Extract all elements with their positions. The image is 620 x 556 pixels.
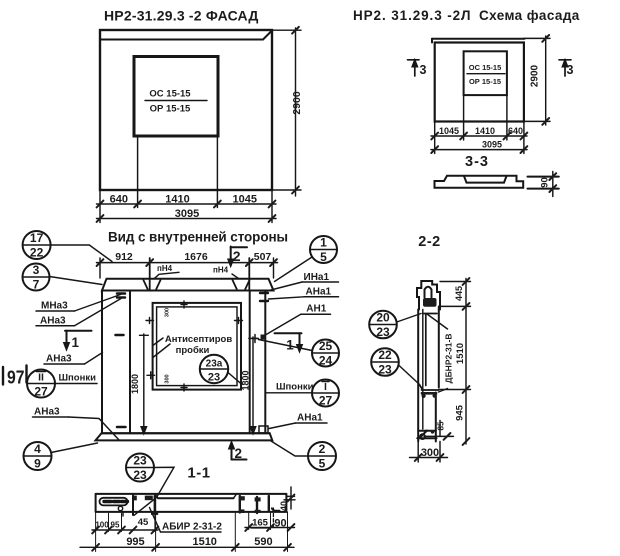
- svg-text:Шпонки: Шпонки: [276, 382, 314, 393]
- svg-text:9: 9: [34, 457, 41, 471]
- svg-text:1800: 1800: [130, 374, 140, 394]
- svg-text:АНа3: АНа3: [46, 354, 72, 365]
- svg-text:Вид с внутренней стороны: Вид с внутренней стороны: [108, 230, 288, 245]
- svg-text:300: 300: [165, 308, 171, 317]
- svg-text:3-3: 3-3: [465, 154, 489, 170]
- svg-text:АБИР 2-31-2: АБИР 2-31-2: [162, 522, 222, 533]
- svg-text:1045: 1045: [233, 194, 257, 206]
- svg-text:23: 23: [133, 468, 147, 482]
- svg-text:1410: 1410: [475, 126, 495, 136]
- svg-text:24: 24: [319, 354, 333, 368]
- svg-text:17: 17: [30, 231, 44, 245]
- svg-text:85: 85: [437, 421, 446, 430]
- svg-text:507: 507: [254, 251, 272, 263]
- svg-text:1676: 1676: [184, 251, 208, 263]
- svg-text:300: 300: [421, 447, 439, 459]
- svg-text:Шпонки: Шпонки: [59, 373, 97, 384]
- svg-text:пробки: пробки: [176, 345, 210, 356]
- svg-text:АН1: АН1: [306, 303, 326, 314]
- svg-text:3095: 3095: [482, 140, 502, 150]
- svg-text:445: 445: [454, 286, 464, 301]
- svg-text:2-2: 2-2: [418, 234, 440, 250]
- svg-text:20: 20: [376, 311, 390, 325]
- svg-text:2900: 2900: [530, 64, 541, 87]
- svg-text:2: 2: [235, 446, 243, 461]
- svg-text:5: 5: [319, 457, 326, 471]
- svg-text:22: 22: [378, 348, 392, 362]
- svg-text:I: I: [324, 381, 327, 393]
- svg-text:590: 590: [254, 536, 272, 548]
- svg-text:7: 7: [33, 278, 40, 292]
- svg-text:ОР 15-15: ОР 15-15: [150, 104, 191, 115]
- svg-text:1510: 1510: [192, 536, 216, 548]
- svg-text:100: 100: [95, 521, 109, 530]
- svg-text:ДБНР2-31-В: ДБНР2-31-В: [444, 334, 454, 384]
- svg-text:912: 912: [115, 251, 133, 263]
- svg-text:II: II: [38, 372, 44, 384]
- svg-text:ИНа1: ИНа1: [304, 272, 330, 283]
- svg-text:2: 2: [319, 442, 326, 456]
- svg-text:АНа3: АНа3: [34, 407, 60, 418]
- svg-text:1: 1: [320, 236, 327, 250]
- svg-text:2900: 2900: [291, 91, 303, 115]
- svg-text:1410: 1410: [165, 194, 189, 206]
- svg-text:1: 1: [286, 338, 294, 353]
- svg-text:3095: 3095: [175, 208, 199, 220]
- svg-text:300: 300: [165, 374, 171, 383]
- svg-text:МНа3: МНа3: [41, 301, 68, 312]
- svg-text:97: 97: [7, 368, 25, 388]
- svg-text:165: 165: [252, 518, 269, 529]
- svg-text:945: 945: [455, 404, 466, 421]
- svg-text:пН4: пН4: [157, 264, 173, 273]
- svg-text:АНа1: АНа1: [306, 287, 332, 298]
- svg-text:5: 5: [320, 250, 327, 264]
- svg-text:ОС 15-15: ОС 15-15: [469, 63, 502, 72]
- svg-text:23: 23: [378, 363, 392, 377]
- svg-text:27: 27: [34, 385, 48, 399]
- svg-text:995: 995: [126, 536, 144, 548]
- svg-text:1800: 1800: [241, 370, 251, 390]
- svg-text:1-1: 1-1: [187, 465, 210, 482]
- svg-text:23: 23: [376, 325, 390, 339]
- svg-text:23: 23: [208, 372, 220, 384]
- svg-text:Схема фасада: Схема фасада: [479, 8, 580, 23]
- svg-text:2: 2: [233, 248, 241, 264]
- svg-text:27: 27: [319, 394, 333, 408]
- svg-text:22: 22: [30, 246, 44, 260]
- svg-text:1045: 1045: [439, 126, 459, 136]
- svg-text:45: 45: [138, 517, 149, 528]
- svg-text:АНа3: АНа3: [40, 316, 66, 327]
- svg-text:1: 1: [72, 335, 80, 350]
- svg-text:3: 3: [33, 263, 40, 277]
- svg-text:3: 3: [420, 63, 427, 77]
- svg-text:4: 4: [34, 442, 41, 456]
- svg-text:АНа1: АНа1: [297, 413, 323, 424]
- svg-text:пН4: пН4: [213, 266, 229, 275]
- svg-text:ОС 15-15: ОС 15-15: [149, 89, 191, 100]
- svg-text:3: 3: [567, 63, 574, 77]
- svg-text:640: 640: [508, 126, 523, 136]
- svg-text:90: 90: [274, 518, 286, 530]
- svg-text:23: 23: [133, 454, 147, 468]
- svg-text:640: 640: [110, 194, 128, 206]
- svg-text:90: 90: [540, 177, 551, 188]
- svg-text:25: 25: [319, 339, 333, 353]
- svg-text:1510: 1510: [455, 343, 466, 364]
- svg-text:Антисептиров: Антисептиров: [165, 334, 232, 345]
- svg-text:НР2-31.29.3 -2 ФАСАД: НР2-31.29.3 -2 ФАСАД: [104, 8, 259, 24]
- svg-text:23а: 23а: [206, 359, 223, 370]
- svg-text:НР2. 31.29.3 -2Л: НР2. 31.29.3 -2Л: [353, 8, 471, 23]
- svg-text:95: 95: [111, 521, 120, 530]
- svg-text:40: 40: [279, 501, 289, 511]
- svg-text:ОР 15-15: ОР 15-15: [469, 77, 501, 86]
